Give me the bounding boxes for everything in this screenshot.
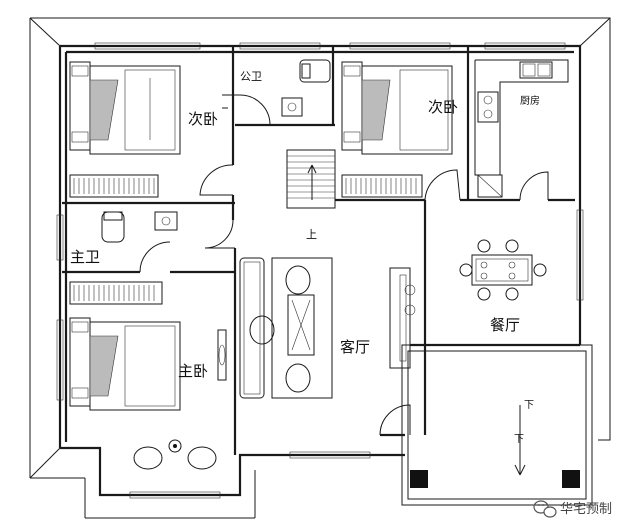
doors xyxy=(139,94,549,436)
terrace xyxy=(401,344,593,506)
master-tv xyxy=(217,329,227,381)
watermark: 华宅预制 xyxy=(533,500,612,518)
public-bath-fixtures xyxy=(281,59,331,117)
roof-outline xyxy=(29,17,611,519)
bed-nw xyxy=(69,61,181,155)
master-bath-fixtures xyxy=(101,211,178,243)
label-public-bath: 公卫 xyxy=(240,70,262,83)
watermark-text: 华宅预制 xyxy=(560,502,612,517)
interior-walls xyxy=(62,46,580,455)
windows xyxy=(56,42,584,499)
wardrobe-master xyxy=(69,281,163,305)
wardrobe-nw xyxy=(69,174,159,198)
stair-label-down-2: 下 xyxy=(514,434,524,445)
stair-label-down-1: 下 xyxy=(524,400,534,411)
bed-master xyxy=(69,317,181,411)
staircase xyxy=(286,149,336,209)
bed-ne xyxy=(341,61,453,155)
sofa-set xyxy=(239,257,333,399)
label-bedroom-nw: 次卧 xyxy=(188,110,218,128)
wechat-icon xyxy=(533,500,557,518)
label-master-bath: 主卫 xyxy=(70,248,100,266)
dining-table xyxy=(459,239,547,301)
label-master-bedroom: 主卧 xyxy=(178,362,208,380)
stair-label-up: 上 xyxy=(306,228,317,241)
label-bedroom-ne: 次卧 xyxy=(428,98,458,116)
label-kitchen: 厨房 xyxy=(520,94,540,107)
exterior-walls xyxy=(58,44,582,497)
tv-cabinet xyxy=(389,267,416,369)
lounge-chairs xyxy=(133,439,217,470)
wardrobe-ne xyxy=(341,174,423,198)
label-living-room: 客厅 xyxy=(340,338,370,356)
kitchen-counter xyxy=(474,59,569,198)
label-dining-room: 餐厅 xyxy=(490,316,520,334)
